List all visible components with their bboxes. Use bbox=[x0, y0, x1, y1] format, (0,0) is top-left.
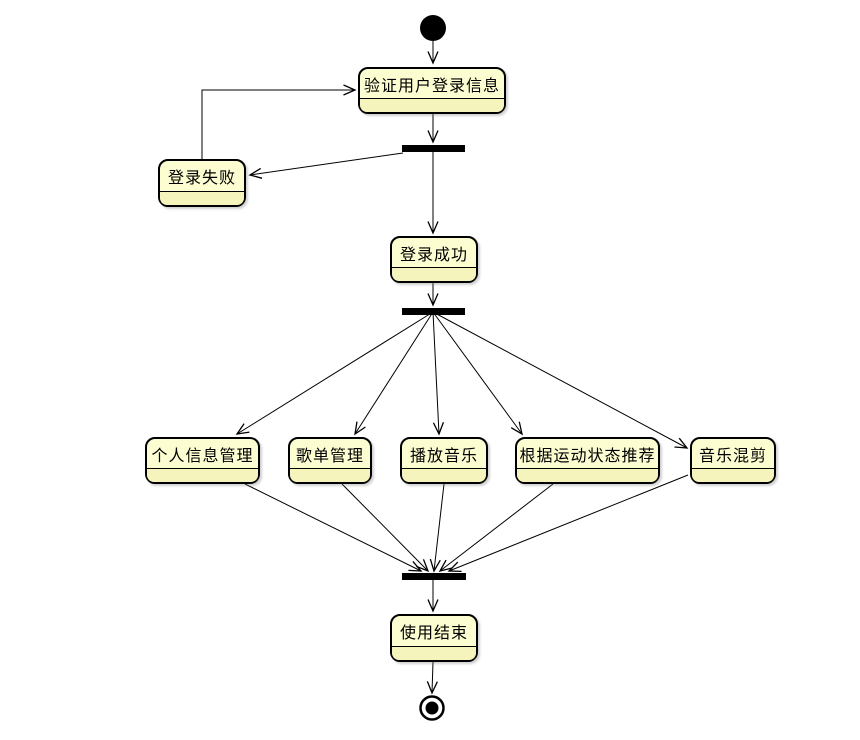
activity-sport-recommend-label: 根据运动状态推荐 bbox=[519, 445, 656, 465]
edge-fork2-to-personal-info bbox=[235, 311, 434, 435]
activity-usage-end-compartment bbox=[392, 646, 476, 660]
activity-usage-end: 使用结束 bbox=[390, 614, 478, 662]
edge-fork2-to-remix bbox=[432, 311, 689, 449]
activity-verify-login-compartment bbox=[360, 98, 504, 112]
final-node-inner-dot bbox=[425, 701, 439, 715]
fork-bar-2 bbox=[402, 308, 465, 315]
activity-login-failed-compartment bbox=[160, 191, 244, 205]
activity-sport-recommend: 根据运动状态推荐 bbox=[515, 437, 660, 484]
edge-fork2-to-playlist bbox=[354, 311, 434, 436]
edge-playlist-to-join bbox=[341, 483, 430, 573]
edge-fork1-to-login-failed bbox=[248, 152, 404, 179]
activity-personal-info: 个人信息管理 bbox=[145, 437, 260, 484]
activity-sport-recommend-compartment bbox=[517, 468, 658, 482]
activity-music-remix-label: 音乐混剪 bbox=[698, 445, 767, 465]
fork-bar-1 bbox=[402, 145, 465, 152]
activity-play-music-label: 播放音乐 bbox=[409, 445, 478, 465]
join-bar bbox=[402, 573, 466, 580]
activity-usage-end-label: 使用结束 bbox=[399, 623, 468, 642]
activity-verify-login-label: 验证用户登录信息 bbox=[363, 75, 500, 95]
activity-music-remix: 音乐混剪 bbox=[690, 437, 776, 484]
edge-fork2-to-recommend bbox=[432, 311, 523, 436]
edge-fork2-to-play-music bbox=[432, 311, 445, 436]
activity-login-success-label: 登录成功 bbox=[399, 244, 468, 264]
activity-login-failed: 登录失败 bbox=[158, 159, 246, 207]
edge-play-music-to-join bbox=[429, 483, 445, 573]
activity-login-success-compartment bbox=[392, 267, 476, 281]
activity-personal-info-label: 个人信息管理 bbox=[151, 445, 254, 465]
edge-login-failed-to-verify bbox=[201, 84, 357, 159]
activity-personal-info-compartment bbox=[147, 468, 258, 482]
activity-playlist-mgmt-label: 歌单管理 bbox=[295, 445, 364, 465]
activity-play-music-compartment bbox=[402, 468, 486, 482]
edge-remix-to-join bbox=[447, 474, 689, 573]
activity-playlist-mgmt: 歌单管理 bbox=[288, 437, 372, 484]
activity-login-success: 登录成功 bbox=[390, 236, 478, 283]
activity-music-remix-compartment bbox=[692, 468, 774, 482]
activity-playlist-mgmt-compartment bbox=[290, 468, 370, 482]
edge-recommend-to-join bbox=[438, 483, 554, 572]
initial-node bbox=[420, 15, 446, 41]
edge-personal-info-to-join bbox=[244, 483, 423, 572]
activity-login-failed-label: 登录失败 bbox=[167, 168, 236, 187]
edge-usage-end-to-final bbox=[426, 661, 438, 695]
activity-verify-login: 验证用户登录信息 bbox=[358, 67, 506, 114]
activity-play-music: 播放音乐 bbox=[400, 437, 488, 484]
